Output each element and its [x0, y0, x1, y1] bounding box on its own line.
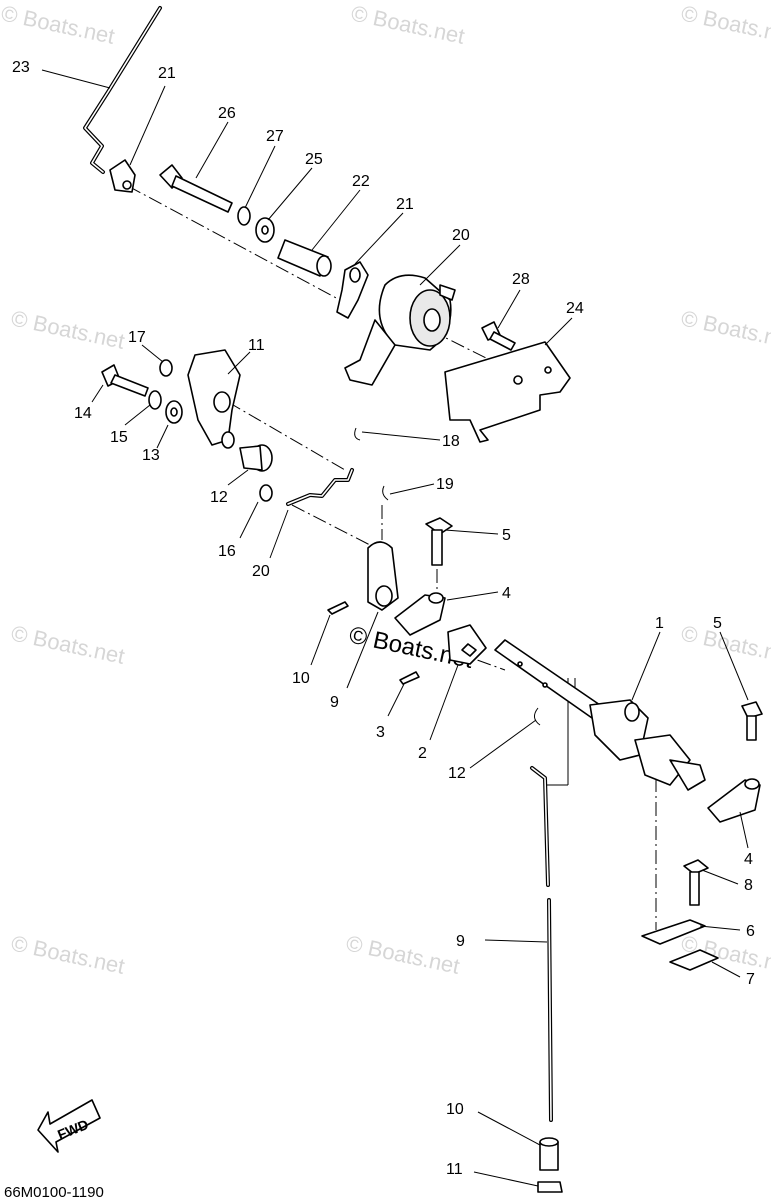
callout-leaders: [41, 69, 749, 1187]
callout-5-upper: 5: [502, 527, 511, 544]
part-19-washer: [148, 390, 162, 410]
callout-28: 23: [12, 59, 30, 76]
callout-7: 7: [746, 971, 755, 988]
part-4-clamp-upper: [394, 592, 446, 636]
part-7-plate: [669, 949, 719, 971]
callout-32: 27: [266, 128, 284, 145]
part-9-rod: [530, 766, 553, 1122]
part-27-collar: [277, 239, 332, 277]
part-26-clip: [109, 159, 136, 193]
callout-19: 15: [110, 429, 128, 446]
callout-26: 21: [158, 65, 176, 82]
callout-12-label: 12: [448, 765, 466, 782]
callout-16: 12: [210, 489, 228, 506]
callout-10-label: 10: [446, 1101, 464, 1118]
callout-4-right: 4: [744, 851, 753, 868]
part-33-bolt: [481, 321, 516, 351]
callout-24: 20: [452, 227, 470, 244]
part-30-washer: [255, 217, 275, 243]
part-28-rod: [83, 6, 162, 174]
callout-22: 18: [442, 433, 460, 450]
callout-8: 8: [744, 877, 753, 894]
callout-31: 26: [218, 105, 236, 122]
part-31-bolt: [159, 164, 233, 213]
callout-23: 19: [436, 476, 454, 493]
watermark: © Boats.net: [679, 305, 771, 353]
part-21-washer-upper: [159, 359, 173, 377]
part-22-pin: [354, 427, 361, 441]
callout-17: 13: [142, 447, 160, 464]
part-21-washer-lower: [259, 484, 273, 502]
part-11-nut: [537, 1181, 563, 1193]
part-15-lever: [187, 349, 241, 449]
part-12-pin: [534, 707, 541, 726]
part-3-pin: [399, 671, 420, 685]
callout-20-label: 20: [252, 563, 270, 580]
part-16-collar: [239, 444, 273, 472]
callout-3: 3: [376, 724, 385, 741]
watermarks: © Boats.net © Boats.net © Boats.net © Bo…: [0, 0, 771, 978]
part-5-bolt-upper: [425, 517, 453, 566]
callout-4-upper: 4: [502, 585, 511, 602]
callout-18: 14: [74, 405, 92, 422]
watermark: © Boats.net: [0, 0, 117, 48]
callout-33: 28: [512, 271, 530, 288]
callout-29: 24: [566, 300, 584, 317]
part-24-cam-drum: [344, 274, 456, 386]
part-8-bolt: [683, 859, 709, 906]
watermark: © Boats.net: [344, 930, 462, 978]
watermark: © Boats.net: [679, 0, 771, 48]
callout-25: 21: [396, 196, 414, 213]
callout-27: 22: [352, 173, 370, 190]
watermark: © Boats.net: [349, 0, 467, 48]
callout-2: 2: [418, 745, 427, 762]
part-20-link-rod: [286, 468, 354, 506]
callout-30: 25: [305, 151, 323, 168]
watermark: © Boats.net: [9, 620, 127, 668]
callout-9-label: 9: [456, 933, 465, 950]
fwd-arrow-icon: FWD: [37, 1099, 101, 1153]
callout-13: 9: [330, 694, 339, 711]
part-23-pin: [382, 485, 389, 501]
part-5-bolt-right: [741, 701, 763, 741]
callout-11-label: 11: [446, 1161, 463, 1178]
part-2-lever: [447, 624, 487, 665]
watermark: © Boats.net: [9, 305, 127, 353]
part-13-arm: [367, 541, 399, 611]
callouts: 23 21 26 27 25 22 21 20 28 24 17 11 14 1…: [12, 59, 755, 1178]
callout-6: 6: [746, 923, 755, 940]
callout-15: 11: [248, 337, 265, 354]
callout-14: 10: [292, 670, 310, 687]
callout-1: 1: [655, 615, 664, 632]
part-14-pin: [327, 601, 349, 615]
part-4-clamp-right: [707, 778, 761, 823]
part-32-washer: [237, 206, 251, 226]
part-1-shift-shaft: [494, 639, 706, 791]
part-25-bracket: [336, 261, 369, 319]
part-29-bracket: [444, 341, 571, 443]
part-10-spacer: [539, 1137, 559, 1171]
callout-21-upper: 17: [128, 329, 146, 346]
part-18-bolt: [101, 364, 149, 397]
callout-5-right: 5: [713, 615, 722, 632]
drawing-code: 66M0100-1190: [4, 1184, 104, 1200]
part-17-washer: [165, 400, 183, 424]
callout-21-lower: 16: [218, 543, 236, 560]
watermark: © Boats.net: [9, 930, 127, 978]
